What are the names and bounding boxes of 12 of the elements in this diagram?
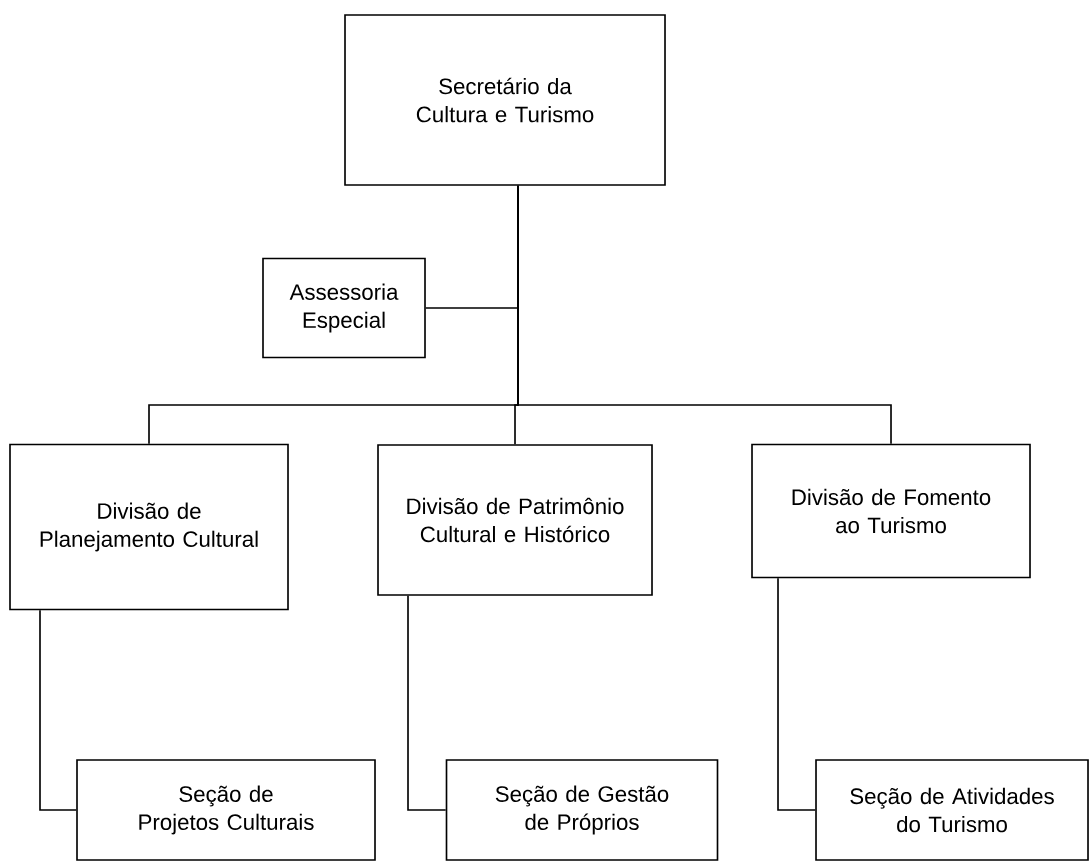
connector-line bbox=[517, 185, 892, 445]
org-box: Seção de Gestão de Próprios bbox=[445, 759, 719, 861]
org-box: Divisão de Planejamento Cultural bbox=[9, 443, 289, 611]
connector-line bbox=[407, 595, 447, 811]
connector-line bbox=[39, 609, 77, 811]
org-box: Seção de Atividades do Turismo bbox=[815, 759, 1089, 861]
org-box: Seção de Projetos Culturais bbox=[76, 759, 376, 861]
org-box: Assessoria Especial bbox=[262, 257, 426, 359]
org-box: Divisão de Patrimônio Cultural e Histórico bbox=[377, 444, 653, 596]
org-box: Secretário da Cultura e Turismo bbox=[344, 14, 666, 186]
connector-line bbox=[777, 577, 816, 811]
org-box: Divisão de Fomento ao Turismo bbox=[751, 443, 1031, 579]
